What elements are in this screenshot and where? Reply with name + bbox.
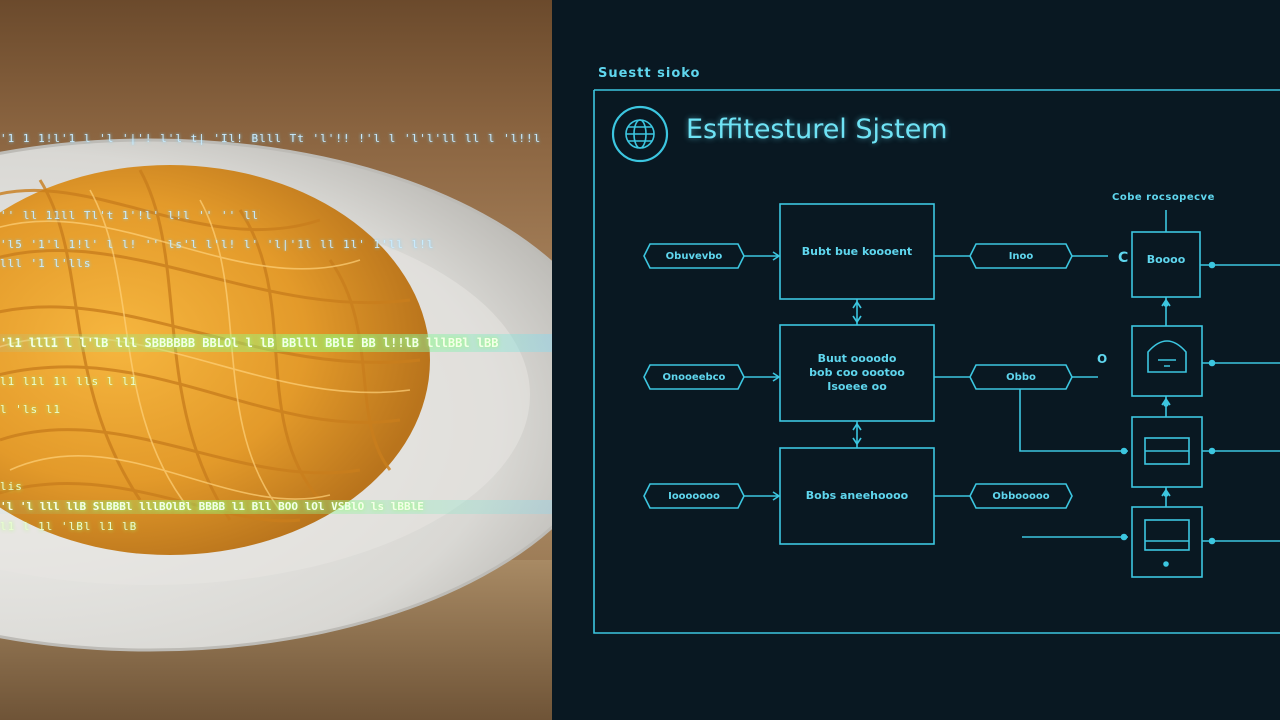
pasta-plate-illustration (0, 138, 552, 720)
right-box-label: Boooo (1146, 252, 1186, 266)
output-node: Inoo (1008, 250, 1034, 262)
overlay-text-line: '1 1 1!l'1 l 'l '|'! l'l t| 'Il! Blll Tt… (0, 132, 542, 145)
architecture-diagram-panel: Suestt sioko Esffitesturel Sjstem Cobe r… (552, 0, 1280, 720)
overlay-text-line: l1 l 1l 'lBl l1 lB l1l (0, 520, 140, 533)
overlay-highlight-bar: 'l 'l lll llB SlBBBl lllBOlBl BBBB l1 Bl… (0, 500, 552, 514)
overlay-highlight-bar: 'l1 lll1 l l'lB lll SBBBBBB BBLOl l lB B… (0, 334, 552, 352)
input-node: Onooeebco (662, 371, 726, 383)
pasta-photo-panel: '1 1 1!l'1 l 'l '|'! l'l t| 'Il! Blll Tt… (0, 0, 552, 720)
center-block: Bobs aneehoooo (780, 448, 934, 544)
diagram-lines (593, 89, 1280, 634)
top-right-label: Cobe rocsopecve (1112, 192, 1215, 203)
center-block: Buut oooodo bob coo oootoo Isoeee oo (780, 325, 934, 421)
center-block: Bubt bue koooent (780, 204, 934, 299)
diagram-title: Esffitesturel Sjstem (686, 114, 948, 145)
overlay-text-line: lll '1 l'lls (0, 257, 92, 270)
side-label: C (1118, 250, 1129, 266)
center-block-label: Bubt bue koooent (801, 244, 913, 258)
overlay-text-line: 'l5 '1'l 1!l' l l! '' ls'l l'l! l' 'l|'1… (0, 238, 435, 251)
output-node: Obbo (1006, 371, 1036, 383)
center-block-label: Buut oooodo (817, 352, 897, 365)
center-block-label: bob coo oootoo (809, 366, 905, 379)
diagram-caption: Suestt sioko (598, 66, 701, 81)
center-block-label: Bobs aneehoooo (805, 489, 909, 502)
side-label: O (1097, 352, 1108, 366)
overlay-text-line: l 'ls l1 (0, 403, 60, 416)
overlay-text-line: '' ll 11ll Tl't 1'!l' l!l '' '' lll ll'l… (0, 209, 260, 222)
right-box: Boooo (1132, 232, 1200, 287)
input-node: Obuvevbo (665, 250, 723, 262)
overlay-text-line: lis (0, 480, 23, 493)
output-node: Obbooooo (992, 490, 1050, 502)
center-block-label: Isoeee oo (827, 380, 887, 393)
input-node: Iooooooo (668, 490, 720, 502)
overlay-text-line: l1 l1l 1l lls l l1 (0, 375, 138, 388)
